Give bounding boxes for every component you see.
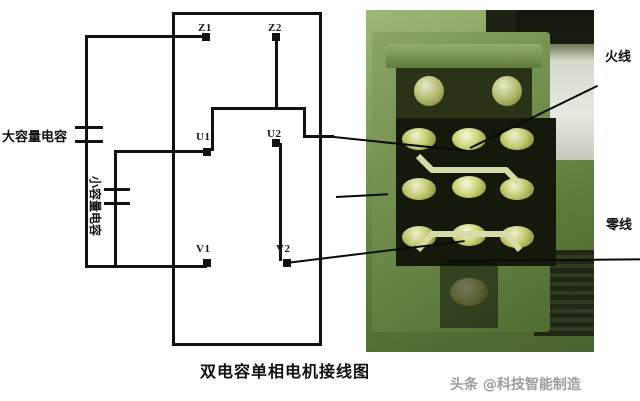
wire-bigcap-to-z1 <box>85 35 205 38</box>
wire-z2-down <box>275 37 278 109</box>
terminal-label-u1: U1 <box>196 131 211 143</box>
wire-u1-to-smallcap <box>114 150 206 153</box>
photo-cover-screw-left <box>414 76 444 106</box>
wire-mid-bus-right-drop <box>303 107 306 137</box>
annotation-neutral-wire: 零线 <box>606 218 633 233</box>
photo-terminal-screw-r1c3 <box>500 128 534 150</box>
photo-terminal-screw-r2c3 <box>500 178 534 200</box>
wire-smallcap-left-leg <box>114 150 117 267</box>
wire-motor-bottom <box>172 343 322 346</box>
watermark: 头条 @科技智能制造 <box>450 377 581 393</box>
wire-motor-left <box>172 12 175 346</box>
photo-terminal-screw-r2c1 <box>402 178 436 200</box>
wire-mid-bus <box>211 107 306 110</box>
photo-cover-bar <box>386 44 542 68</box>
wire-motor-right <box>319 12 322 346</box>
wire-to-photo-upper <box>303 135 334 138</box>
photo-jumper-straps <box>415 153 523 252</box>
wire-motor-top <box>172 12 322 15</box>
terminal-label-u2: U2 <box>267 128 282 140</box>
photo-cover-screw-right <box>492 76 522 106</box>
terminal-label-v2: V2 <box>276 243 291 255</box>
bigcap-label: 大容量电容 <box>2 130 68 145</box>
bigcap-plate-top <box>75 126 103 129</box>
smallcap-plate-bottom <box>104 202 130 205</box>
annotation-live-wire: 火线 <box>605 50 632 65</box>
photo-terminal-screw-r3c3 <box>500 226 534 248</box>
wire-bigcap-rail <box>85 35 88 265</box>
terminal-label-z1: Z1 <box>198 22 212 34</box>
terminal-label-v1: V1 <box>196 243 211 255</box>
wire-u1-stub <box>211 139 214 151</box>
photo-lower-bracket <box>440 262 498 328</box>
terminal-block-photo <box>366 10 594 352</box>
smallcap-plate-top <box>104 188 130 191</box>
wire-v1-to-bigcap-return <box>85 265 207 268</box>
smallcap-label: 小容量电容 <box>88 176 102 237</box>
diagram-caption: 双电容单相电机接线图 <box>200 362 371 381</box>
terminal-node-z1[interactable] <box>202 33 210 41</box>
terminal-node-u1[interactable] <box>203 148 211 156</box>
terminal-node-v1[interactable] <box>203 259 211 267</box>
wire-mid-bus-left-drop <box>211 107 214 139</box>
terminal-node-u2[interactable] <box>272 139 280 147</box>
terminal-label-z2: Z2 <box>268 22 282 34</box>
bigcap-plate-bottom <box>75 140 103 143</box>
photo-terminal-screw-r2c2 <box>452 176 486 198</box>
wire-u2-down <box>279 143 282 261</box>
